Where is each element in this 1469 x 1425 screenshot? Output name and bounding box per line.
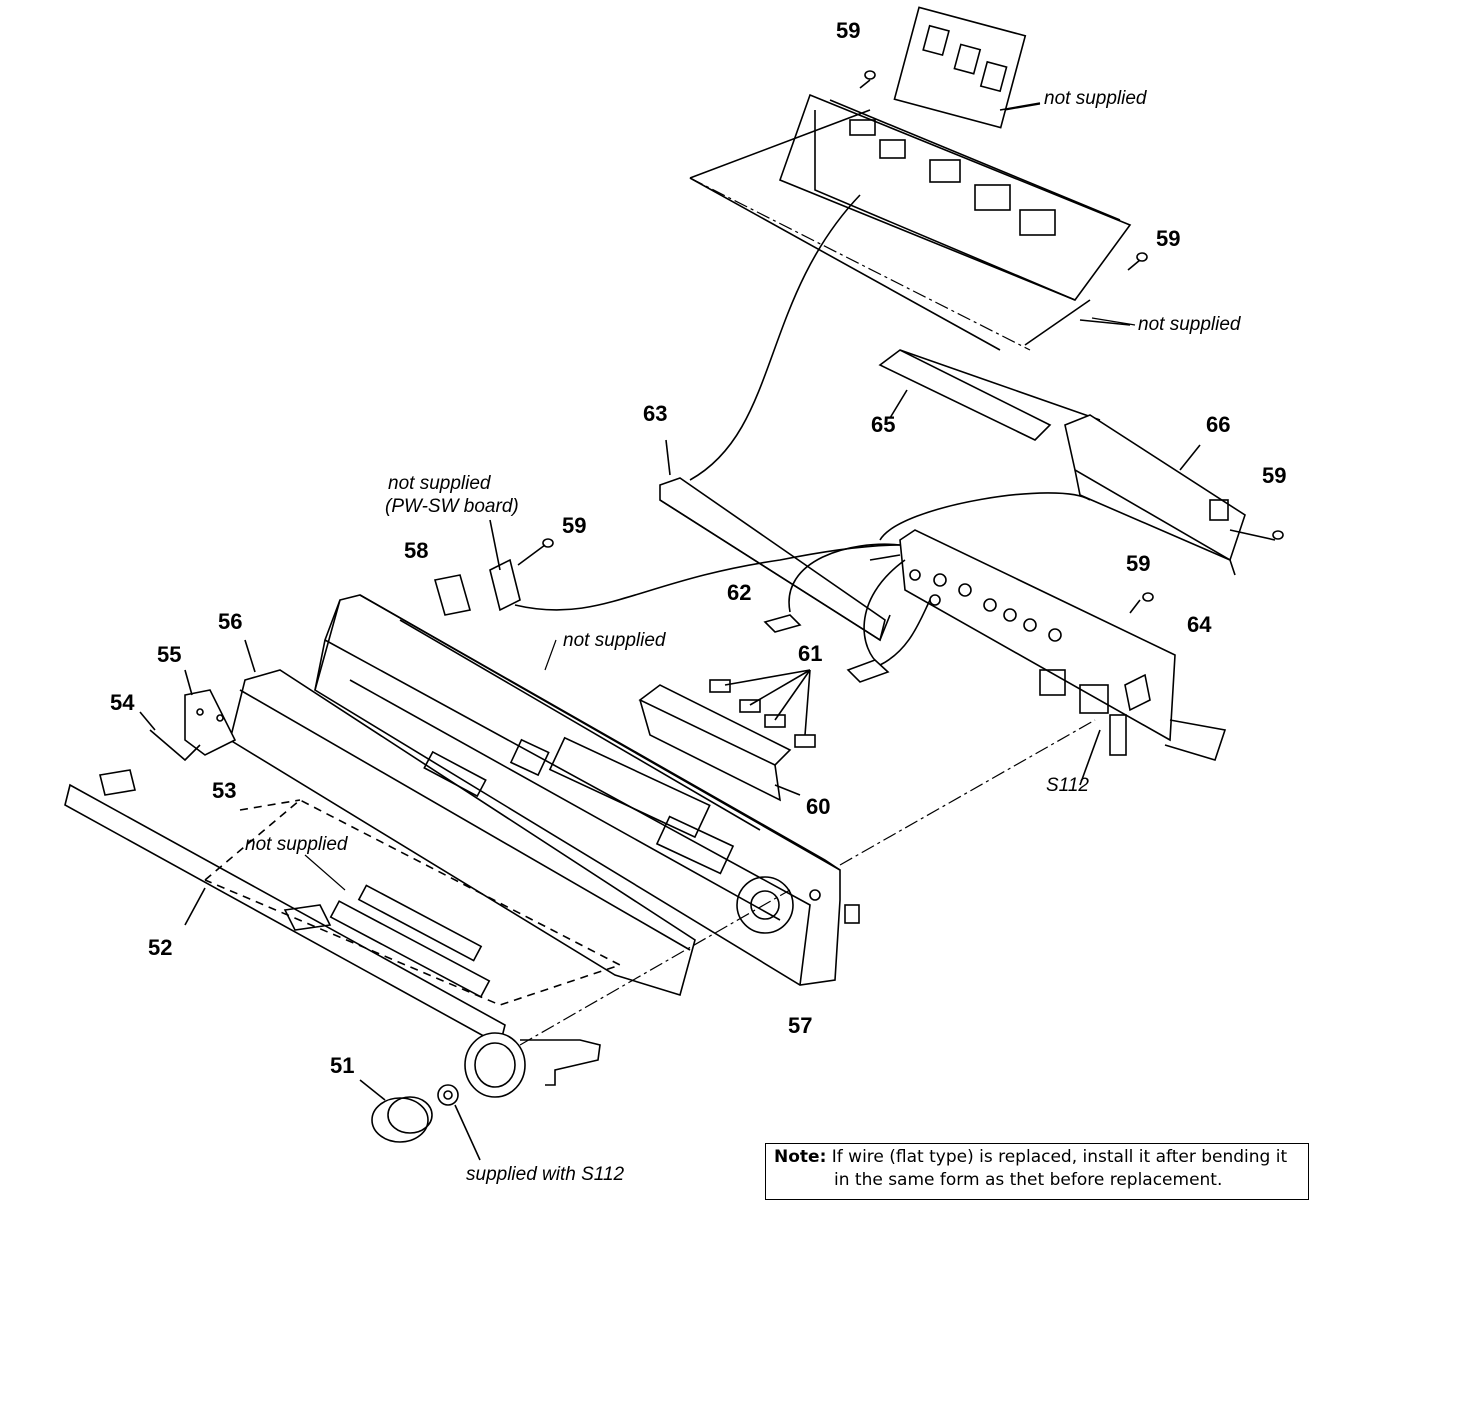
callout-57: 57 <box>788 1013 812 1038</box>
part-63-shield <box>659 194 891 642</box>
volume-knob-housing <box>464 1032 601 1098</box>
callout-59-board: 59 <box>1126 551 1150 576</box>
callout-labels: 51 52 53 54 55 56 57 58 59 59 59 59 59 6… <box>110 18 1286 1078</box>
callout-59-top: 59 <box>836 18 860 43</box>
alignment-lines <box>519 177 1096 1046</box>
callout-65: 65 <box>871 412 895 437</box>
annotation-supplied-with-s112: supplied with S112 <box>466 1164 625 1185</box>
part-57-front-panel <box>314 594 860 986</box>
annotation-not-supplied-pwsw: not supplied <box>388 473 492 494</box>
annotation-not-supplied-top: not supplied <box>1044 88 1148 109</box>
callout-54: 54 <box>110 690 135 715</box>
annotation-pwsw-board: (PW-SW board) <box>385 496 519 517</box>
part-64-board <box>863 492 1227 786</box>
part-53-dashed-outline <box>204 799 623 1006</box>
part-60-61-button-assembly <box>638 669 816 802</box>
note-lead: Note: <box>774 1147 827 1167</box>
callout-63: 63 <box>643 401 667 426</box>
leader-lines <box>304 103 1136 891</box>
part-62-flat-cable <box>763 543 931 683</box>
callout-64: 64 <box>1187 612 1212 637</box>
note-line1: If wire (flat type) is replaced, install… <box>831 1147 1288 1167</box>
part-54-connector <box>139 711 201 762</box>
callout-59-right: 59 <box>1262 463 1286 488</box>
callout-51: 51 <box>330 1053 354 1078</box>
callout-60: 60 <box>806 794 830 819</box>
annotation-s112: S112 <box>1046 775 1089 796</box>
replacement-note: Note: If wire (flat type) is replaced, i… <box>765 1143 1309 1200</box>
part-65-bracket <box>878 349 1101 441</box>
note-line2: in the same form as thet before replacem… <box>834 1170 1223 1190</box>
knob-ring <box>437 1084 481 1161</box>
callout-58: 58 <box>404 538 428 563</box>
callout-61: 61 <box>798 641 822 666</box>
annotation-not-supplied-left: not supplied <box>245 834 349 855</box>
callout-62: 62 <box>727 580 751 605</box>
callout-56: 56 <box>218 609 242 634</box>
annotation-not-supplied-middle: not supplied <box>563 630 667 651</box>
callout-55: 55 <box>157 642 181 667</box>
part-66-bracket <box>1064 414 1284 576</box>
callout-52: 52 <box>148 935 172 960</box>
callout-59-pwsw: 59 <box>562 513 586 538</box>
callout-53: 53 <box>212 778 236 803</box>
annotation-labels: not supplied not supplied not supplied (… <box>245 88 1242 1185</box>
part-58-pwsw-board <box>433 519 901 616</box>
part-52-trim <box>64 769 506 1047</box>
part-55-plate <box>184 669 237 756</box>
rear-bracket-top <box>689 6 1148 351</box>
part-51-knob <box>359 1079 433 1143</box>
annotation-not-supplied-right: not supplied <box>1138 314 1242 335</box>
callout-66: 66 <box>1206 412 1230 437</box>
callout-59-upper-right: 59 <box>1156 226 1180 251</box>
